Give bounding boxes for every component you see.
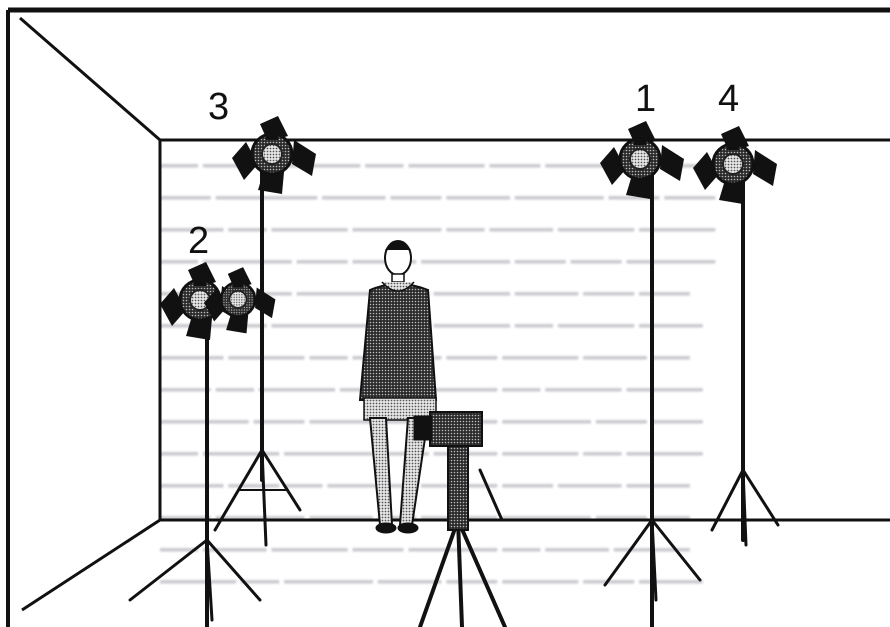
studio-lamp-1 bbox=[600, 121, 700, 627]
room-outline bbox=[8, 10, 890, 627]
lamp-label-1: 1 bbox=[635, 80, 656, 118]
studio-lamp-2 bbox=[130, 262, 275, 627]
studio-lamp-4 bbox=[693, 126, 778, 545]
standing-person bbox=[360, 241, 436, 533]
lamp-label-4: 4 bbox=[718, 80, 739, 118]
lamp-label-2: 2 bbox=[188, 222, 209, 260]
lamp-label-3: 3 bbox=[208, 88, 229, 126]
